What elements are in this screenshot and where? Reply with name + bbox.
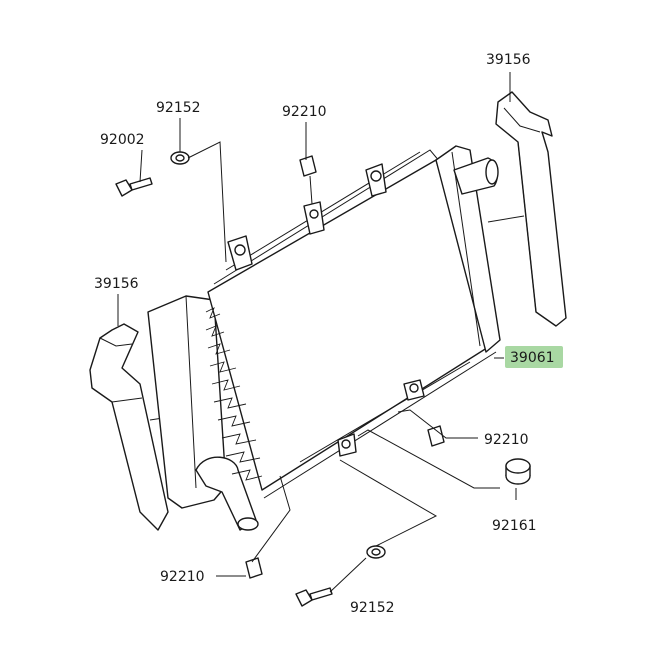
clip-top-part[interactable] <box>299 155 317 177</box>
callout-39156-top: 39156 <box>486 52 531 68</box>
callout-39156-left: 39156 <box>94 276 139 292</box>
leader-lines <box>117 72 517 593</box>
radiator-core-part[interactable] <box>147 145 501 531</box>
callout-labels: 39156 92152 92210 92002 39156 39061 9221… <box>94 52 563 616</box>
radiator-fins <box>205 307 263 481</box>
bolt-bottom-part[interactable] <box>295 587 333 607</box>
callout-92210-right: 92210 <box>484 432 529 448</box>
nut-top-part[interactable] <box>170 151 190 165</box>
clip-right-part[interactable] <box>427 425 445 447</box>
callout-92152-bottom: 92152 <box>350 600 395 616</box>
callout-92161: 92161 <box>492 518 537 534</box>
bolt-top-part[interactable] <box>115 177 153 197</box>
callout-92152-top: 92152 <box>156 100 201 116</box>
callout-92002: 92002 <box>100 132 145 148</box>
grommet-part[interactable] <box>505 458 531 485</box>
callout-92210-bottom: 92210 <box>160 569 205 585</box>
clip-bottom-part[interactable] <box>245 557 263 579</box>
nut-bottom-part[interactable] <box>366 545 386 559</box>
callout-92210-top: 92210 <box>282 104 327 120</box>
callout-39061: 39061 <box>510 350 555 366</box>
right-shroud-part[interactable] <box>487 91 567 327</box>
highlight-box <box>505 346 563 368</box>
